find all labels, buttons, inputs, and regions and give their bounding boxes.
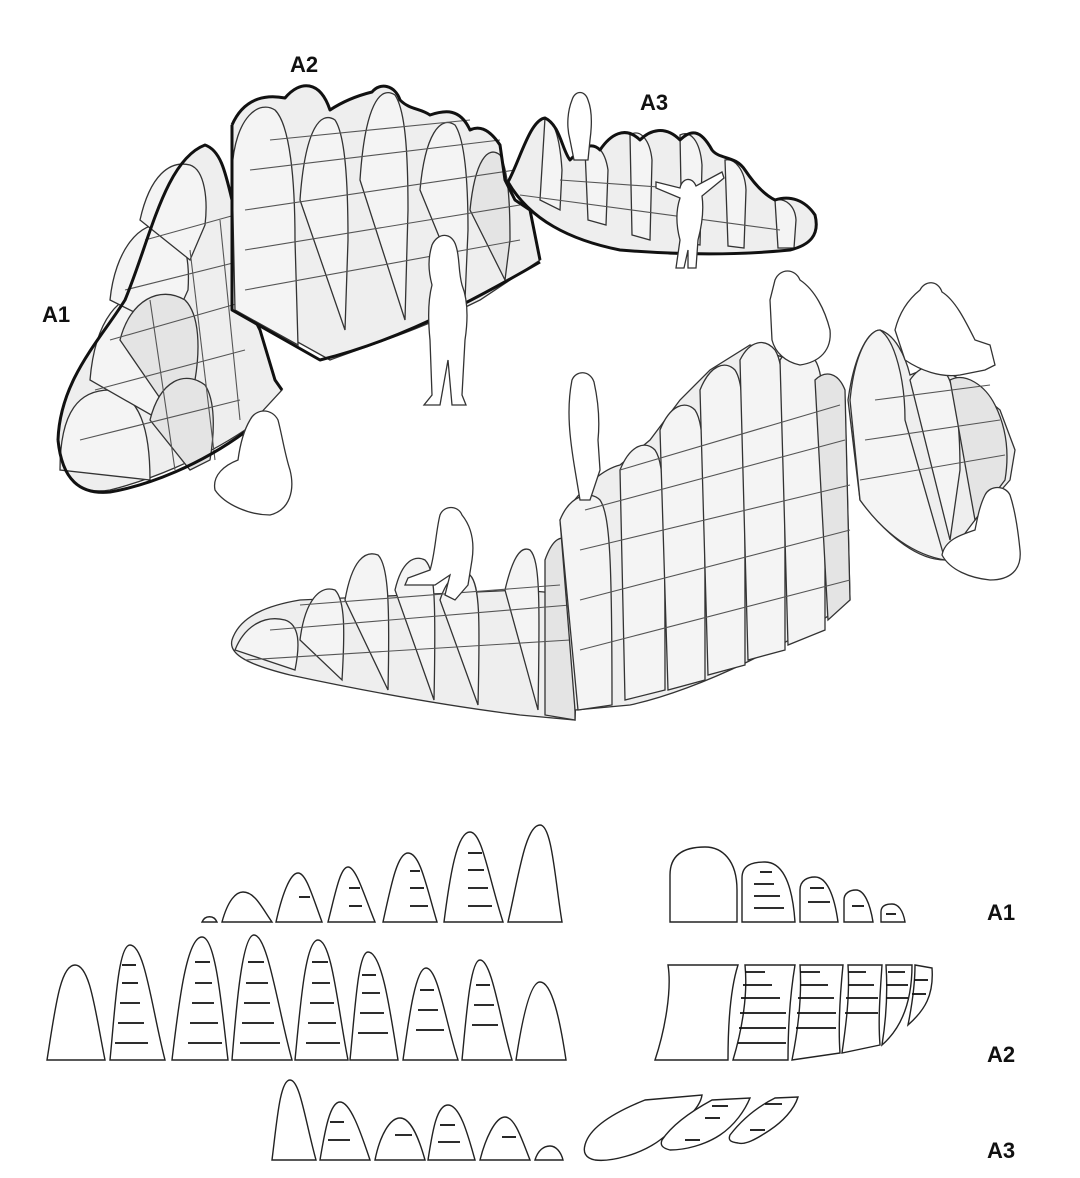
module-label-a2: A2 bbox=[290, 52, 318, 77]
parts-label-a3: A3 bbox=[987, 1138, 1015, 1163]
person-reading bbox=[894, 282, 996, 377]
person-standing-center bbox=[422, 234, 468, 406]
parts-label-a2: A2 bbox=[987, 1042, 1015, 1067]
parts-row-a2 bbox=[46, 934, 933, 1061]
person-sitting-right bbox=[941, 486, 1021, 581]
parts-row-a1 bbox=[200, 824, 906, 923]
person-sitting-a1 bbox=[213, 410, 293, 516]
person-standing-a3 bbox=[567, 91, 592, 161]
module-label-a1: A1 bbox=[42, 302, 70, 327]
person-child-walking bbox=[404, 506, 474, 601]
parts-label-a1: A1 bbox=[987, 900, 1015, 925]
person-standing-lower bbox=[568, 372, 601, 501]
module-lower-left-bookshelf bbox=[230, 537, 581, 721]
module-lower-middle-bookshelf bbox=[559, 341, 851, 711]
person-sitting-top bbox=[769, 270, 831, 366]
module-a1-bookshelf bbox=[56, 143, 284, 494]
module-lower-right-bookshelf bbox=[847, 329, 1016, 561]
parts-row-a3 bbox=[271, 1079, 799, 1162]
module-label-a3: A3 bbox=[640, 90, 668, 115]
module-a2-bookshelf bbox=[230, 84, 542, 362]
person-figures bbox=[213, 91, 1021, 601]
person-child-arms-up bbox=[655, 171, 725, 269]
